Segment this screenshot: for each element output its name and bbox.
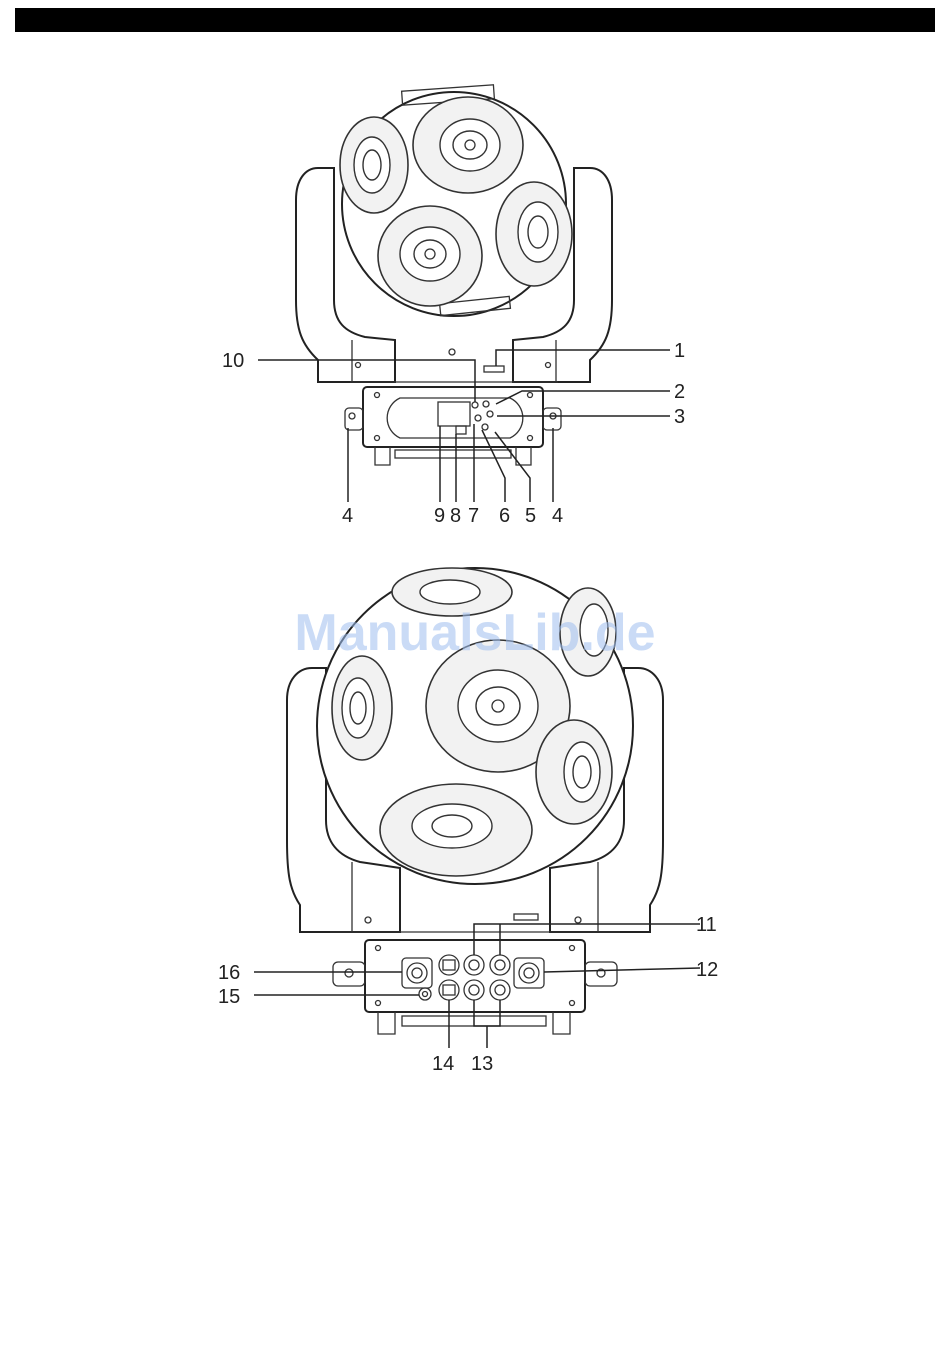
callout-10: 10 (222, 350, 244, 372)
callout-1: 1 (674, 340, 685, 362)
callout-13: 13 (471, 1053, 493, 1075)
watermark-text: ManualsLib.de (294, 604, 655, 662)
front-view-fixture (296, 85, 612, 465)
callout-14: 14 (432, 1053, 454, 1075)
callout-3: 3 (674, 406, 685, 428)
lens-top-center (413, 97, 523, 193)
callout-12: 12 (696, 959, 718, 981)
lens-center (378, 206, 482, 306)
callout-8: 8 (450, 505, 461, 527)
callout-4-left: 4 (342, 505, 353, 527)
callout-4-right: 4 (552, 505, 563, 527)
rear-lens-right-bottom (536, 720, 612, 824)
callout-7: 7 (468, 505, 479, 527)
callout-11: 11 (696, 914, 717, 936)
lens-right (496, 182, 572, 286)
callout-16: 16 (218, 962, 240, 984)
callout-2: 2 (674, 381, 685, 403)
callout-15: 15 (218, 986, 240, 1008)
callout-9: 9 (434, 505, 445, 527)
rear-base (365, 940, 585, 1012)
callout-6: 6 (499, 505, 510, 527)
callout-5: 5 (525, 505, 536, 527)
rear-lens-left (332, 656, 392, 760)
rear-lens-bottom (380, 784, 532, 876)
lens-top-left (340, 117, 408, 213)
